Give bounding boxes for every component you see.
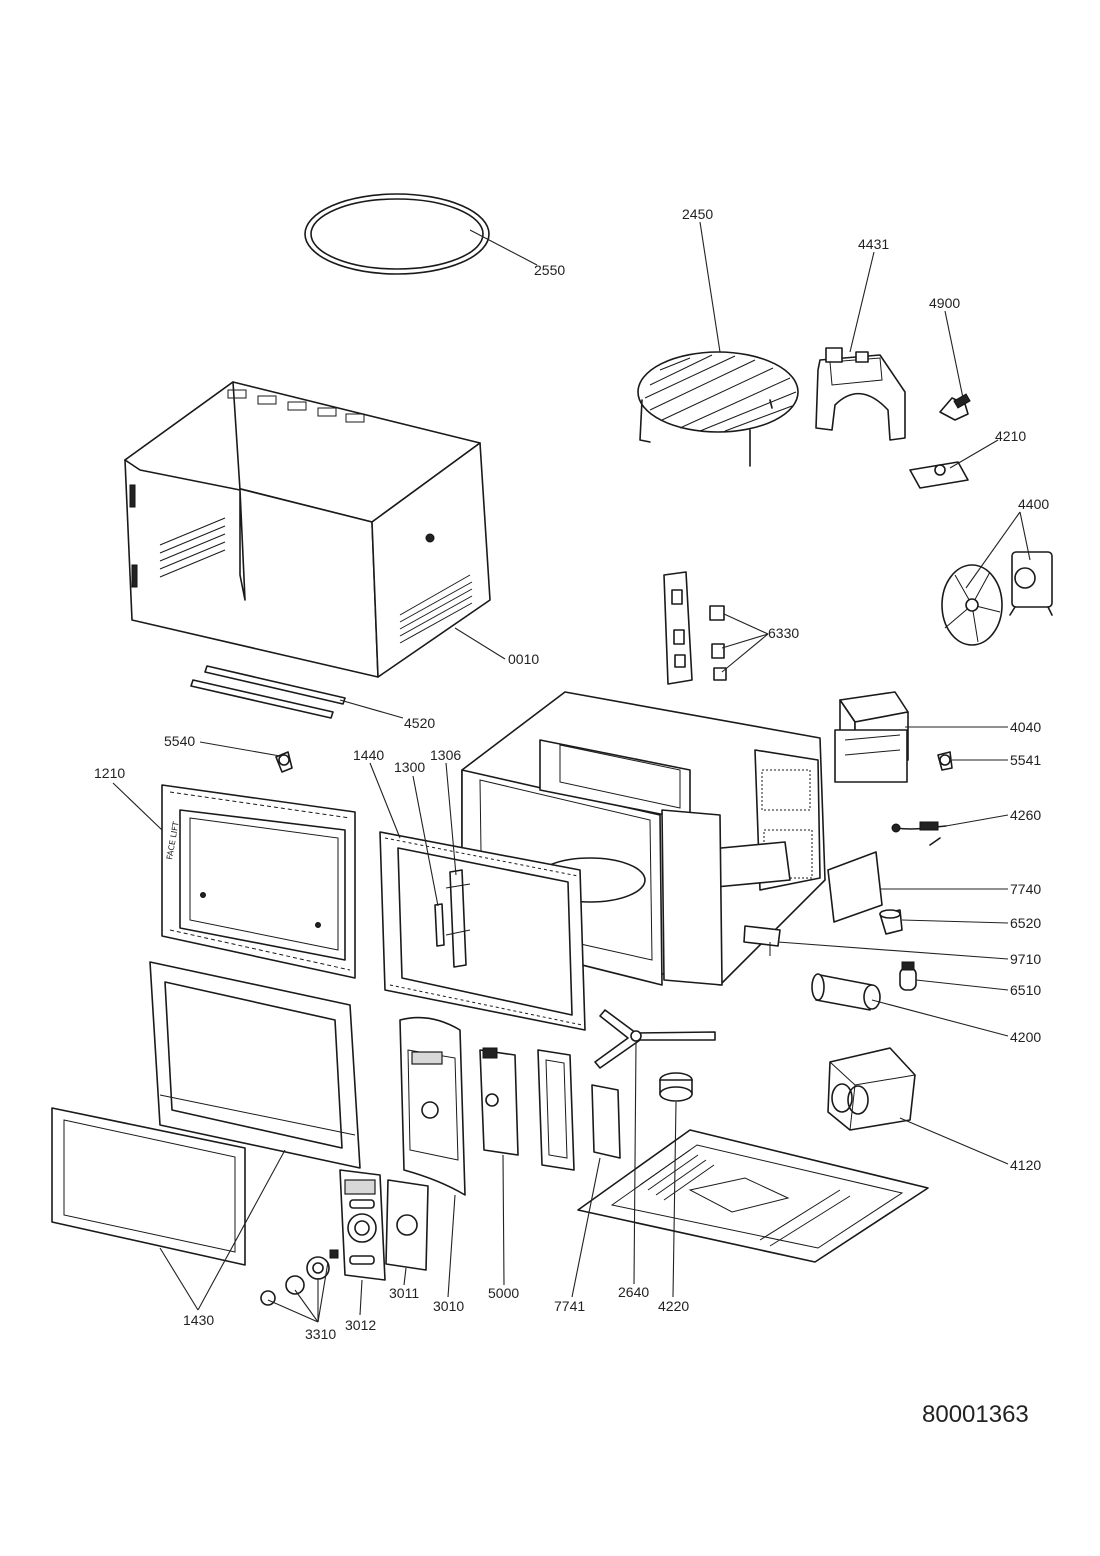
door-switches-6330 [663, 571, 727, 685]
label-4900: 4900 [929, 295, 960, 311]
label-1210: 1210 [94, 765, 125, 781]
clip-5541 [937, 751, 953, 771]
label-6330: 6330 [768, 625, 799, 641]
roller-support-2640 [594, 1009, 716, 1069]
label-0010: 0010 [508, 651, 539, 667]
door-hook-lever-1306 [445, 869, 471, 968]
leader-lines [112, 221, 1031, 1323]
pcb-bracket [537, 1049, 575, 1171]
label-3010: 3010 [433, 1298, 464, 1314]
label-7740: 7740 [1010, 881, 1041, 897]
label-2450: 2450 [682, 206, 713, 222]
clip-5540 [275, 751, 293, 773]
label-6520: 6520 [1010, 915, 1041, 931]
label-5541: 5541 [1010, 752, 1041, 768]
label-4400: 4400 [1018, 496, 1049, 512]
wire-harness-4260 [891, 821, 947, 846]
door-glass-1430 [51, 1107, 246, 1266]
control-pcb-5000 [479, 1047, 519, 1156]
turntable-motor-4220 [659, 1072, 693, 1102]
magnetron-4040 [834, 691, 909, 783]
label-4260: 4260 [1010, 807, 1041, 823]
capacitor-4200 [811, 973, 881, 1011]
label-1306: 1306 [430, 747, 461, 763]
control-panel-housing-3010 [399, 1016, 466, 1196]
label-7741: 7741 [554, 1298, 585, 1314]
label-1440: 1440 [353, 747, 384, 763]
label-2550: 2550 [534, 262, 565, 278]
label-5540: 5540 [164, 733, 195, 749]
plate-4210 [909, 461, 969, 489]
label-5000: 5000 [488, 1285, 519, 1301]
label-1430: 1430 [183, 1312, 214, 1328]
label-9710: 9710 [1010, 951, 1041, 967]
door-hook-1300 [434, 903, 445, 947]
grill-rack-2450 [637, 351, 799, 467]
turntable-ring-2550 [304, 193, 490, 275]
label-4210: 4210 [995, 428, 1026, 444]
lamp-6510 [899, 961, 917, 991]
label-2640: 2640 [618, 1284, 649, 1300]
label-4431: 4431 [858, 236, 889, 252]
fan-motor-4400 [941, 551, 1053, 646]
part-labels: 2550 2450 4431 4900 4210 4400 0010 6330 … [94, 206, 1049, 1342]
outer-casing-0010 [124, 381, 491, 678]
door-outer-frame-1430 [149, 961, 361, 1169]
waveguide-cover-7740 [827, 851, 883, 923]
door-choke-frame-1440 [379, 831, 586, 1031]
label-4040: 4040 [1010, 719, 1041, 735]
document-number: 80001363 [922, 1401, 1029, 1428]
fan-cowl-bracket-4431 [815, 347, 906, 441]
control-panel-face-3012 [339, 1169, 386, 1281]
label-4120: 4120 [1010, 1157, 1041, 1173]
connector-4900 [939, 393, 971, 421]
label-4200: 4200 [1010, 1029, 1041, 1045]
lamp-holder-6520 [879, 909, 903, 935]
transformer-4120 [827, 1047, 916, 1131]
label-4220: 4220 [658, 1298, 689, 1314]
label-3012: 3012 [345, 1317, 376, 1333]
label-3011: 3011 [389, 1285, 419, 1301]
door-inner-frame-1210: FACE LIFT [161, 784, 356, 979]
bracket-9710 [743, 925, 781, 956]
keypad-membrane-3011 [385, 1179, 429, 1271]
heater-rods-4520 [190, 665, 346, 719]
label-6510: 6510 [1010, 982, 1041, 998]
label-3310: 3310 [305, 1326, 336, 1342]
cover-plate-7741 [591, 1084, 621, 1159]
base-plate [577, 1129, 929, 1263]
label-1300: 1300 [394, 759, 425, 775]
label-4520: 4520 [404, 715, 435, 731]
